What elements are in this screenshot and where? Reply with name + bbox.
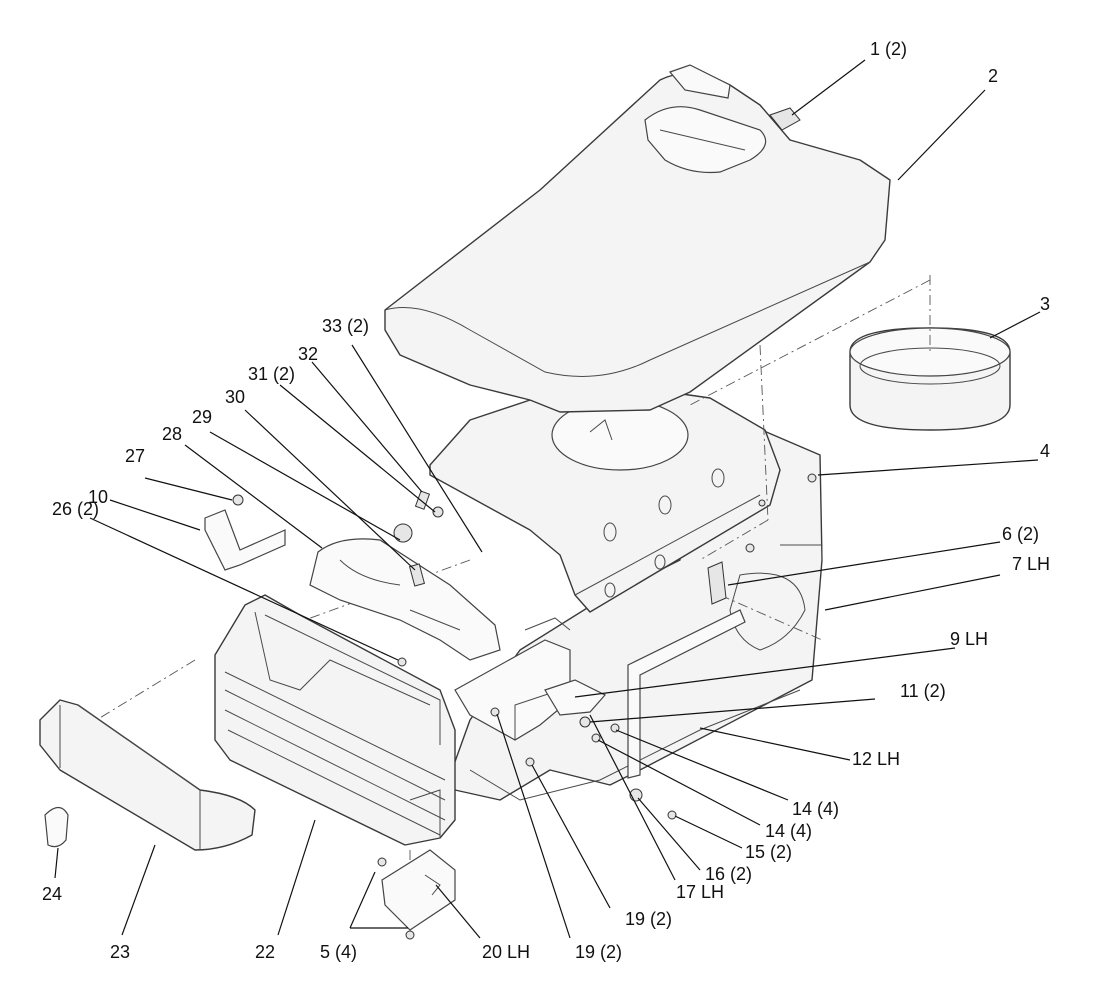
callout-11: 11 (2) [900,681,946,701]
callout-9: 9 LH [950,629,988,649]
part-10-bracket [204,509,286,571]
part-24-emblem [44,806,69,848]
callout-5: 5 (4) [320,942,357,962]
callout-17: 17 LH [676,882,724,902]
part-1-bumper-tab [769,107,801,131]
part-28-housing [309,538,501,661]
callout-15: 15 (2) [745,842,792,862]
callout-10: 10 [88,487,108,507]
callout-23: 23 [110,942,130,962]
callout-28: 28 [162,424,182,444]
part-12-frame-rail [627,609,746,779]
callout-12: 12 LH [852,749,900,769]
part-9-bracket [454,617,571,741]
part-20-plate [381,849,456,931]
part-6-block [707,561,727,605]
callout-1: 1 (2) [870,39,907,59]
callout-29: 29 [192,407,212,427]
callout-16: 16 (2) [705,864,752,884]
callout-6: 6 (2) [1002,524,1039,544]
callout-19a: 19 (2) [625,909,672,929]
callout-4: 4 [1040,441,1050,461]
callout-22: 22 [255,942,275,962]
small-hardware [232,473,817,940]
part-23-bumper [39,699,256,851]
callout-24: 24 [42,884,62,904]
callout-33: 33 (2) [322,316,369,336]
leader-lines [54,59,1041,939]
callout-20: 20 LH [482,942,530,962]
callout-7: 7 LH [1012,554,1050,574]
part-3-ring [849,327,1011,431]
callout-30: 30 [225,387,245,407]
part-2-hood-cover [384,64,891,413]
part-17-plate [544,679,606,716]
callout-3: 3 [1040,294,1050,314]
callout-14b: 14 (4) [765,821,812,841]
callout-19b: 19 (2) [575,942,622,962]
callout-32: 32 [298,344,318,364]
callout-31: 31 (2) [248,364,295,384]
callout-26: 26 (2) [52,499,99,519]
callout-14a: 14 (4) [792,799,839,819]
callout-2: 2 [988,66,998,86]
callout-labels: 1 (2) 2 3 4 5 (4) 6 (2) 7 LH 9 LH 10 11 … [42,39,1050,962]
callout-27: 27 [125,446,145,466]
